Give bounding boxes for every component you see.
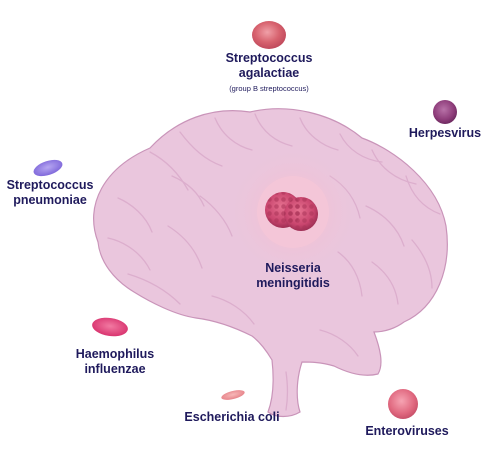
strep-agalactiae-cell (252, 21, 286, 49)
strep-pneumoniae-cell (33, 159, 63, 177)
haemophilus-cell (92, 317, 128, 337)
haemophilus-label: Haemophilus influenzae (75, 347, 155, 376)
enteroviruses-cell (388, 389, 418, 419)
strep-pneumoniae-label: Streptococcus pneumoniae (6, 178, 94, 207)
ecoli-label: Escherichia coli (184, 410, 280, 424)
ecoli-cell (221, 390, 245, 400)
brain-folds (107, 113, 441, 411)
herpesvirus-label: Herpesvirus (408, 126, 482, 140)
neisseria-cell (265, 192, 318, 231)
strep-agalactiae-label: Streptococcus agalactiae (225, 51, 313, 80)
enteroviruses-label: Enteroviruses (365, 424, 449, 438)
neisseria-label: Neisseria meningitidis (256, 261, 330, 290)
herpesvirus-cell (433, 100, 457, 124)
strep-agalactiae-note: (group B streptococcus) (229, 84, 309, 93)
